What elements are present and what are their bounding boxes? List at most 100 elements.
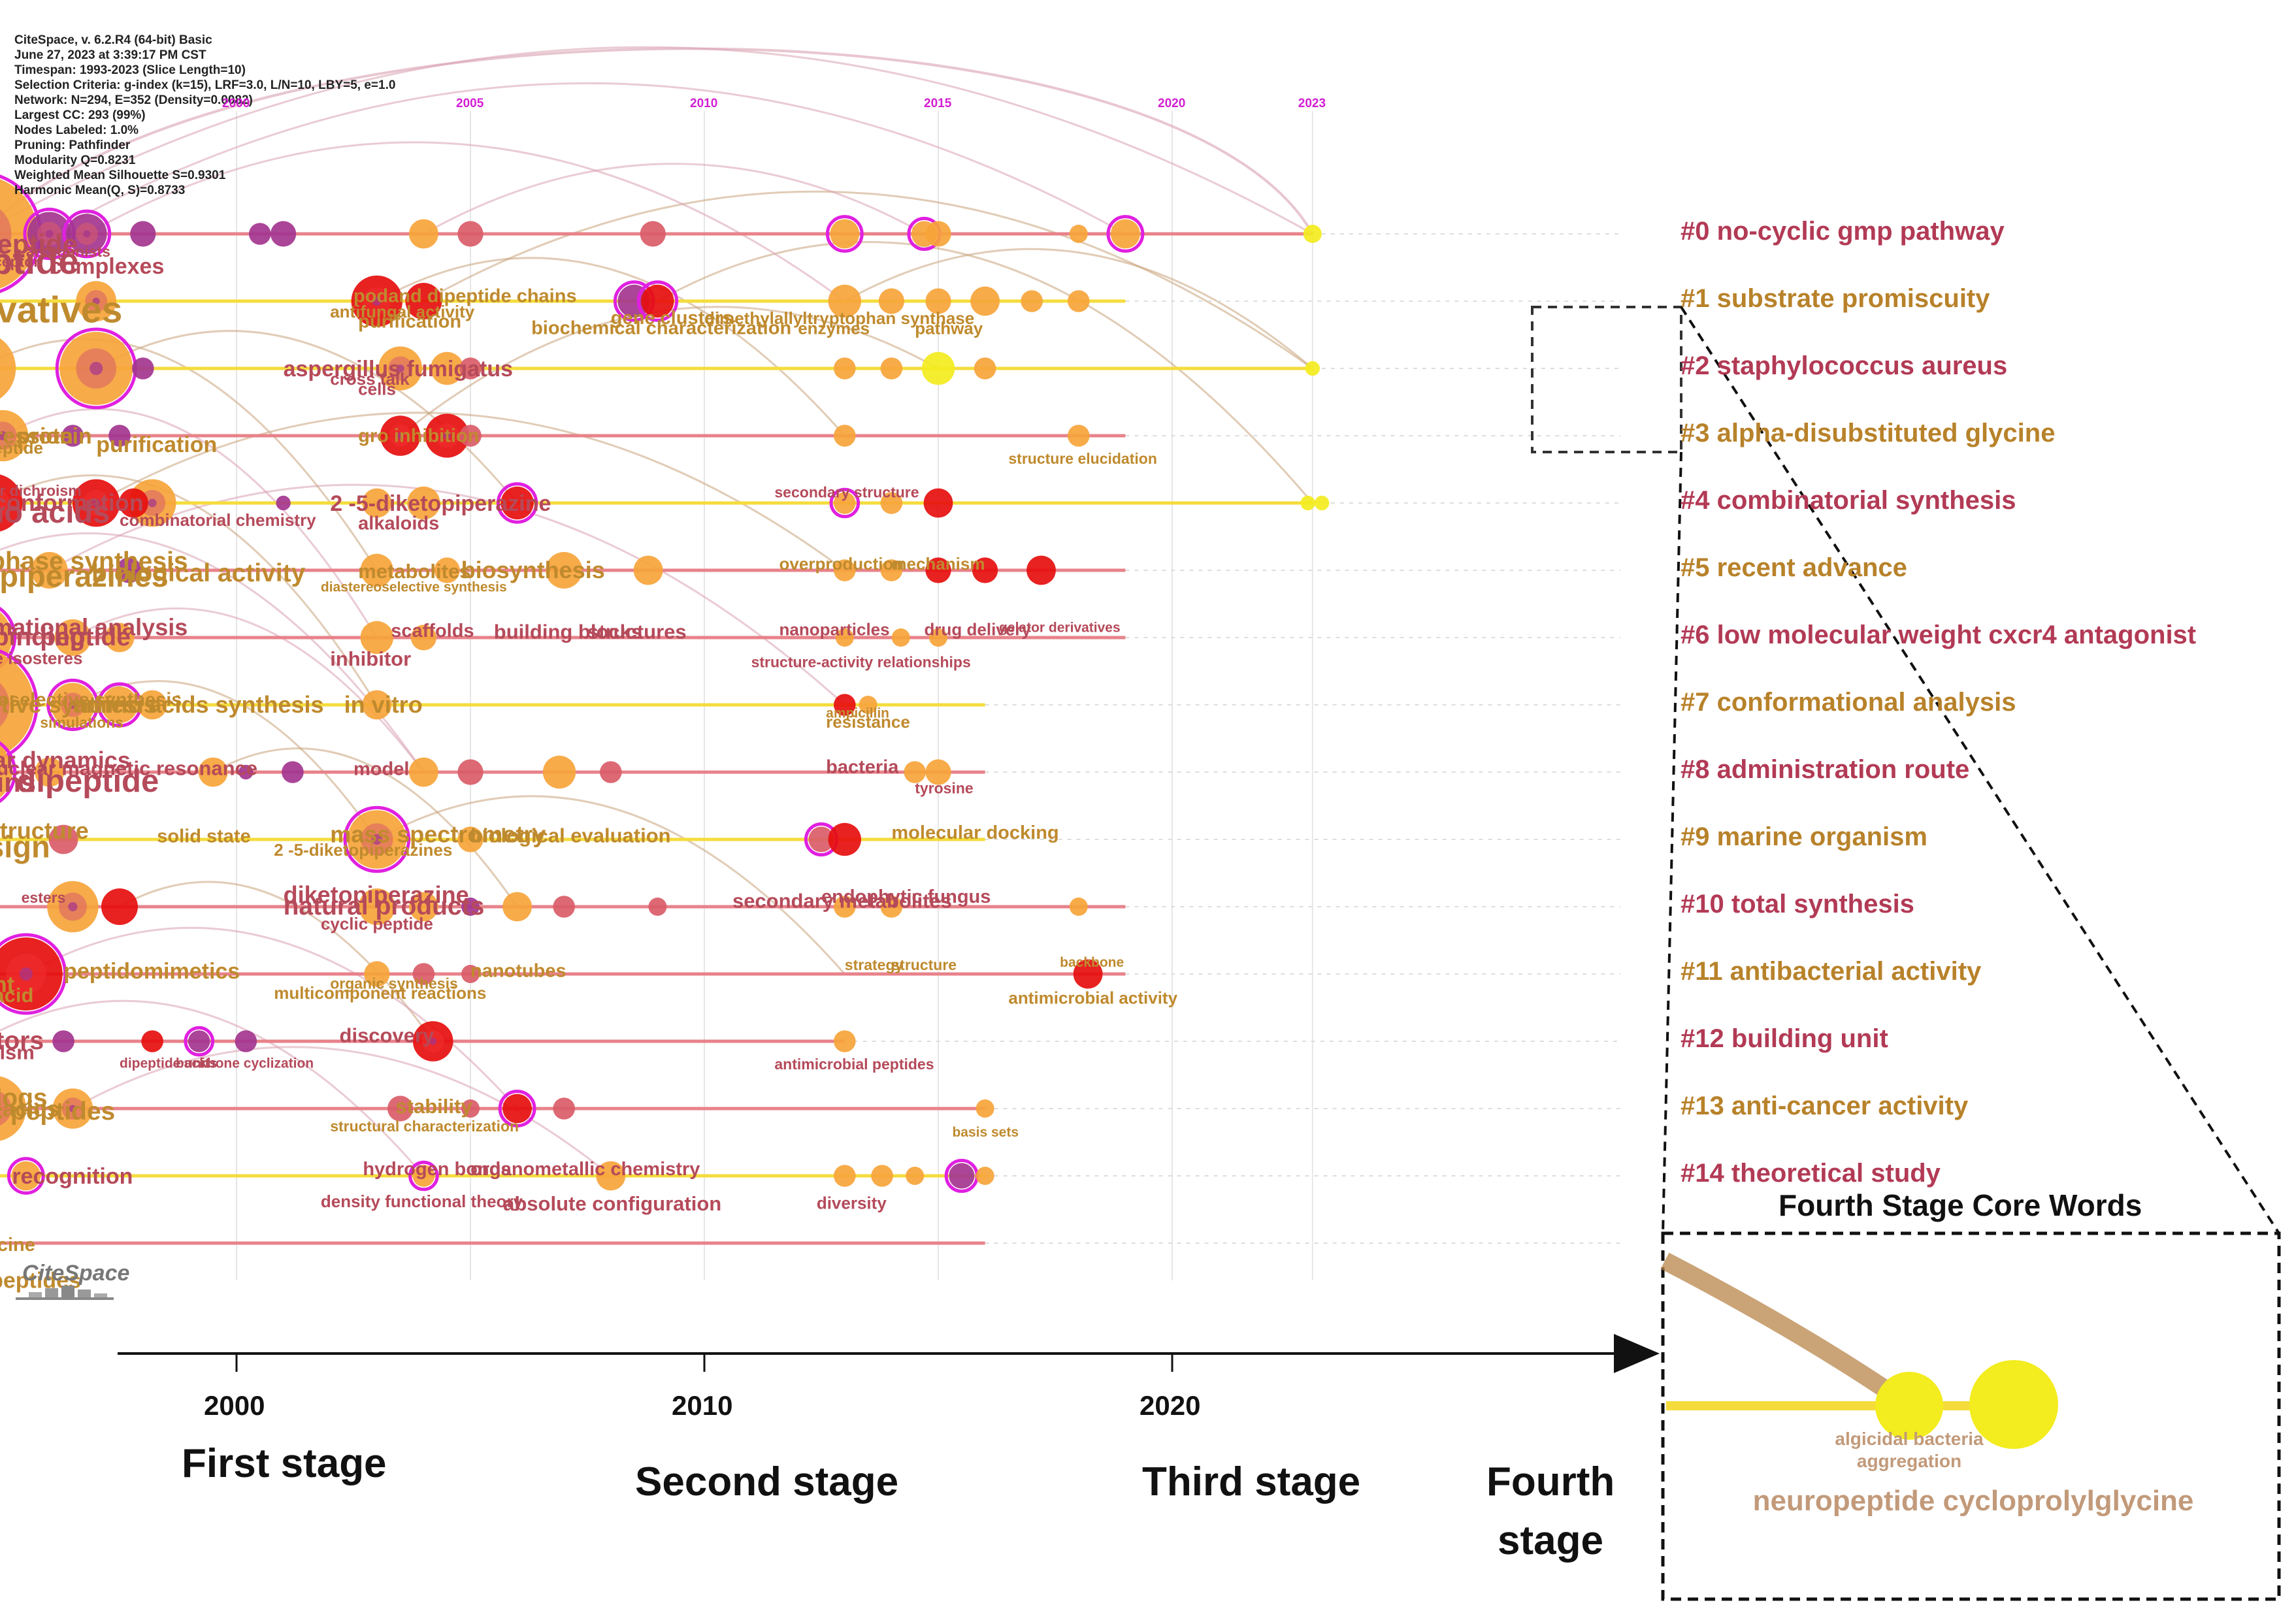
node-circle: [276, 495, 291, 511]
keyword-node: [271, 221, 297, 247]
citation-arc: [423, 163, 925, 235]
top-year-tick: 2000: [222, 97, 250, 110]
citespace-logo: [9, 1259, 120, 1325]
node-circle: [923, 488, 953, 518]
citation-arc: [25, 926, 518, 1110]
node-centrality-ring: [829, 487, 861, 519]
node-circle: [409, 892, 438, 922]
node-label: mass spectrometry: [330, 820, 546, 847]
node-circle: [502, 892, 532, 922]
node-circle: [871, 1165, 893, 1187]
keyword-node: [235, 1030, 257, 1052]
stage-fourth-line1: Fourth: [1486, 1459, 1615, 1504]
node-circle: [461, 1099, 480, 1118]
node-circle: [929, 628, 947, 647]
keyword-node: [461, 898, 480, 916]
top-year-tick: 2023: [1298, 97, 1326, 110]
node-label: solid phase synthesis: [0, 547, 188, 576]
keyword-node: [944, 1158, 979, 1193]
node-centrality-ring: [496, 482, 538, 524]
node-circle: [925, 221, 951, 247]
node-centrality-ring: [0, 649, 39, 760]
node-circle: [834, 1165, 856, 1187]
keyword-node: [834, 1030, 856, 1052]
node-core: [443, 431, 451, 440]
node-centrality-ring: [0, 606, 17, 669]
keyword-node: [929, 628, 947, 647]
node-circle: [925, 288, 951, 314]
citation-arc: [0, 474, 378, 706]
citation-arc: [0, 47, 1314, 235]
cluster-label: #13 anti-cancer activity: [1681, 1092, 1969, 1120]
node-circle: [461, 898, 480, 916]
node-label: diketopiperazines: [0, 559, 169, 593]
node-inner-ring: [0, 488, 10, 518]
keyword-node: [61, 425, 84, 447]
meta-line: Harmonic Mean(Q, S)=0.8733: [14, 184, 186, 197]
meta-line: Timespan: 1993-2023 (Slice Length=10): [14, 63, 246, 77]
keyword-node: [434, 557, 460, 583]
keyword-node: [925, 288, 951, 314]
node-label: endophytic fungus: [821, 886, 991, 907]
node-label: purification: [96, 432, 217, 457]
top-year-tick: 2005: [456, 97, 484, 110]
node-core: [69, 700, 77, 709]
node-circle: [387, 1095, 414, 1122]
node-label: backbone cyclization: [176, 1056, 314, 1071]
node-label: alanine dipeptide: [0, 438, 43, 457]
node-circle: [972, 557, 998, 583]
keyword-node: [54, 619, 91, 656]
node-circle: [434, 557, 460, 583]
node-label: multicomponent reactions: [274, 983, 486, 1003]
keyword-node: [380, 415, 421, 456]
node-label: expression: [0, 424, 73, 449]
node-centrality-ring: [7, 1157, 45, 1195]
keyword-node: [137, 690, 167, 720]
cluster-label: #7 conformational analysis: [1681, 688, 2016, 717]
citation-arc: [0, 338, 378, 571]
keyword-node: [412, 963, 435, 985]
node-label: peptide: [0, 240, 79, 282]
keyword-node: [829, 487, 861, 519]
node-circle: [271, 221, 297, 247]
node-label: receptor: [0, 253, 39, 270]
node-circle: [1314, 495, 1330, 511]
node-label: enzymes: [798, 319, 870, 338]
keyword-node: [0, 741, 17, 803]
keyword-node: [282, 761, 304, 783]
node-label: in vitro: [344, 691, 423, 718]
node-label: molecular docking: [891, 822, 1058, 843]
node-circle: [459, 425, 482, 447]
keyword-node: [834, 896, 856, 918]
node-label: diketopiperazine: [284, 881, 469, 908]
node-circle: [808, 826, 834, 852]
cluster-label: #12 building unit: [1681, 1024, 1888, 1053]
keyword-node: [825, 215, 864, 253]
node-label: structures: [587, 621, 687, 643]
keyword-node: [1021, 290, 1043, 312]
inset-word: algicidal bacteria: [1835, 1429, 1984, 1449]
keyword-node: [35, 757, 64, 787]
keyword-node: [47, 881, 99, 933]
keyword-node: [1069, 898, 1088, 916]
node-circle: [974, 357, 996, 380]
keyword-node: [72, 479, 120, 527]
keyword-node: [546, 552, 583, 589]
node-circle: [409, 219, 438, 249]
keyword-node: [834, 694, 856, 716]
keyword-node: [407, 486, 440, 520]
node-label: absolute configuration: [503, 1192, 721, 1215]
keyword-node: [364, 961, 390, 987]
keyword-node: [46, 678, 99, 732]
node-circle: [546, 552, 583, 589]
node-centrality-ring: [0, 933, 67, 1015]
keyword-node: [496, 482, 538, 524]
keyword-node: [859, 696, 877, 714]
node-circle: [459, 357, 482, 380]
node-circle: [904, 761, 926, 783]
node-label: antagonists: [26, 243, 110, 260]
keyword-node: [459, 357, 482, 380]
keyword-node: [132, 357, 154, 380]
keyword-node: [502, 892, 532, 922]
